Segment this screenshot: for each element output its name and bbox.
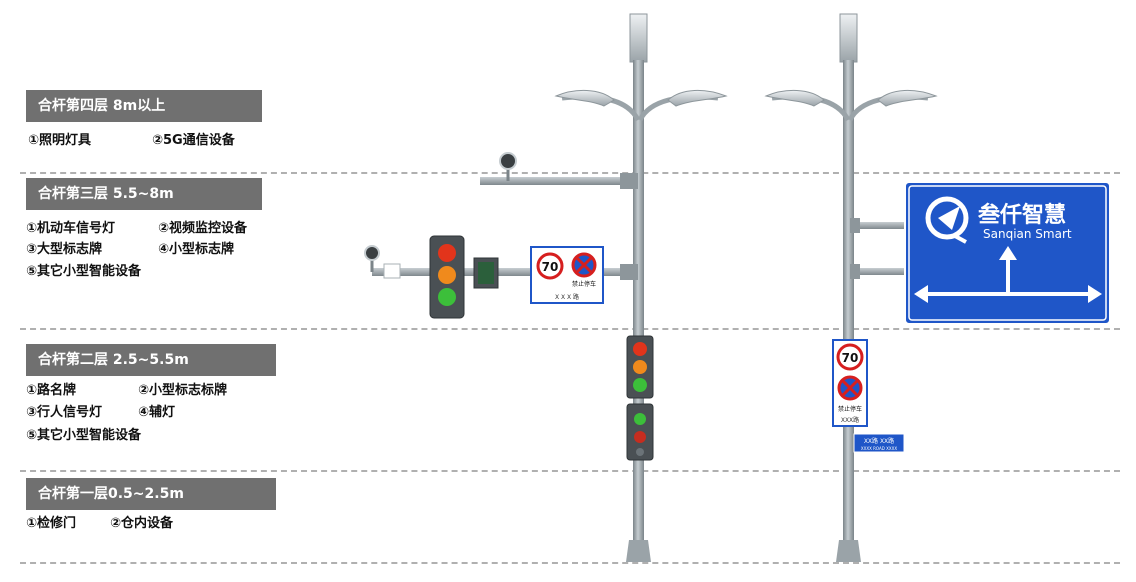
street-name-bottom: XXXX ROAD XXXX bbox=[861, 446, 897, 451]
5g-antenna-left bbox=[629, 13, 648, 63]
street-name-sign: XX路 XX路 XXXX ROAD XXXX bbox=[853, 433, 905, 453]
5g-antenna-right bbox=[839, 13, 858, 63]
yellow-light-icon bbox=[633, 360, 647, 374]
left-pole-base bbox=[626, 540, 651, 562]
countdown-display bbox=[473, 257, 499, 289]
sanqian-logo-icon bbox=[925, 196, 969, 244]
tier-3-item-2: ②视频监控设备 bbox=[158, 221, 248, 236]
green-light-icon bbox=[438, 288, 456, 306]
right-lamp-head-left bbox=[764, 89, 825, 107]
tier-1-label: 合杆第一层0.5~2.5m bbox=[26, 478, 276, 510]
tier-divider-3-2 bbox=[20, 328, 1120, 330]
left-pole-shaft bbox=[633, 60, 644, 550]
no-parking-text: 禁止停车 bbox=[572, 280, 596, 288]
signal-arm bbox=[372, 268, 636, 276]
tier-3-item-4: ④小型标志牌 bbox=[158, 242, 235, 257]
signal-arm-clamp bbox=[620, 264, 638, 280]
right-pole: 叁仟智慧 Sanqian Smart 70 禁止停车 XXX路 XX路 XX路 … bbox=[764, 13, 1111, 562]
brand-name-cn: 叁仟智慧 bbox=[977, 202, 1066, 228]
red-light-icon bbox=[633, 342, 647, 356]
pole-vehicle-signal bbox=[626, 335, 654, 399]
tier-2-item-3: ③行人信号灯 bbox=[26, 405, 103, 420]
tier-1-item-2: ②仓内设备 bbox=[110, 516, 174, 531]
guide-sign: 叁仟智慧 Sanqian Smart bbox=[904, 181, 1111, 325]
camera-icon bbox=[364, 245, 380, 261]
tier-2-item-2: ②小型标志标牌 bbox=[138, 383, 228, 398]
camera-icon bbox=[499, 152, 517, 170]
pedestrian-green-icon bbox=[634, 413, 646, 425]
left-pole: 70 禁止停车 X X X 路 bbox=[364, 13, 728, 562]
right-pole-shaft bbox=[843, 60, 854, 550]
pedestrian-red-icon bbox=[634, 431, 646, 443]
tier-3-item-1: ①机动车信号灯 bbox=[26, 221, 116, 236]
vehicle-traffic-signal bbox=[429, 235, 465, 319]
tier-2-item-5: ⑤其它小型智能设备 bbox=[26, 428, 142, 443]
speed-limit-icon bbox=[536, 252, 564, 280]
speed-limit-text: 70 bbox=[542, 260, 559, 274]
red-light-icon bbox=[438, 244, 456, 262]
upper-arm bbox=[480, 177, 636, 185]
left-lamp-head-left bbox=[554, 89, 615, 107]
speed-no-parking-plate: 70 禁止停车 X X X 路 bbox=[530, 246, 604, 304]
tier-4-item-1: ①照明灯具 bbox=[28, 133, 92, 148]
tier-4-label: 合杆第四层 8m以上 bbox=[26, 90, 262, 122]
tier-2-label: 合杆第二层 2.5~5.5m bbox=[26, 344, 276, 376]
arm-end-box bbox=[383, 263, 401, 279]
green-light-icon bbox=[633, 378, 647, 392]
right-small-sign: 70 禁止停车 XXX路 bbox=[832, 339, 868, 427]
speed-limit-text-right: 70 bbox=[842, 351, 859, 365]
street-name-top: XX路 XX路 bbox=[864, 437, 894, 445]
upper-arm-clamp bbox=[620, 173, 638, 189]
tier-divider-4-3 bbox=[20, 172, 1120, 174]
ground-line bbox=[20, 562, 1120, 564]
tier-3-item-5: ⑤其它小型智能设备 bbox=[26, 264, 142, 279]
tier-3-label: 合杆第三层 5.5~8m bbox=[26, 178, 262, 210]
right-pole-base bbox=[836, 540, 861, 562]
speed-limit-icon bbox=[836, 343, 864, 371]
left-lamp-head-right bbox=[667, 90, 728, 107]
tier-1-item-1: ①检修门 bbox=[26, 516, 77, 531]
plate-road-text: X X X 路 bbox=[555, 293, 579, 301]
brand-name-en: Sanqian Smart bbox=[983, 227, 1072, 241]
sub-plate-text: XXX路 bbox=[841, 416, 859, 424]
tier-divider-2-1 bbox=[20, 470, 1120, 472]
no-parking-text-right: 禁止停车 bbox=[838, 405, 862, 413]
pedestrian-signal bbox=[626, 403, 654, 461]
right-lamp-head-right bbox=[877, 90, 938, 107]
tier-3-item-3: ③大型标志牌 bbox=[26, 242, 103, 257]
tier-2-item-1: ①路名牌 bbox=[26, 383, 77, 398]
yellow-light-icon bbox=[438, 266, 456, 284]
tier-2-item-4: ④辅灯 bbox=[138, 405, 176, 420]
tier-4-item-2: ②5G通信设备 bbox=[152, 133, 235, 148]
